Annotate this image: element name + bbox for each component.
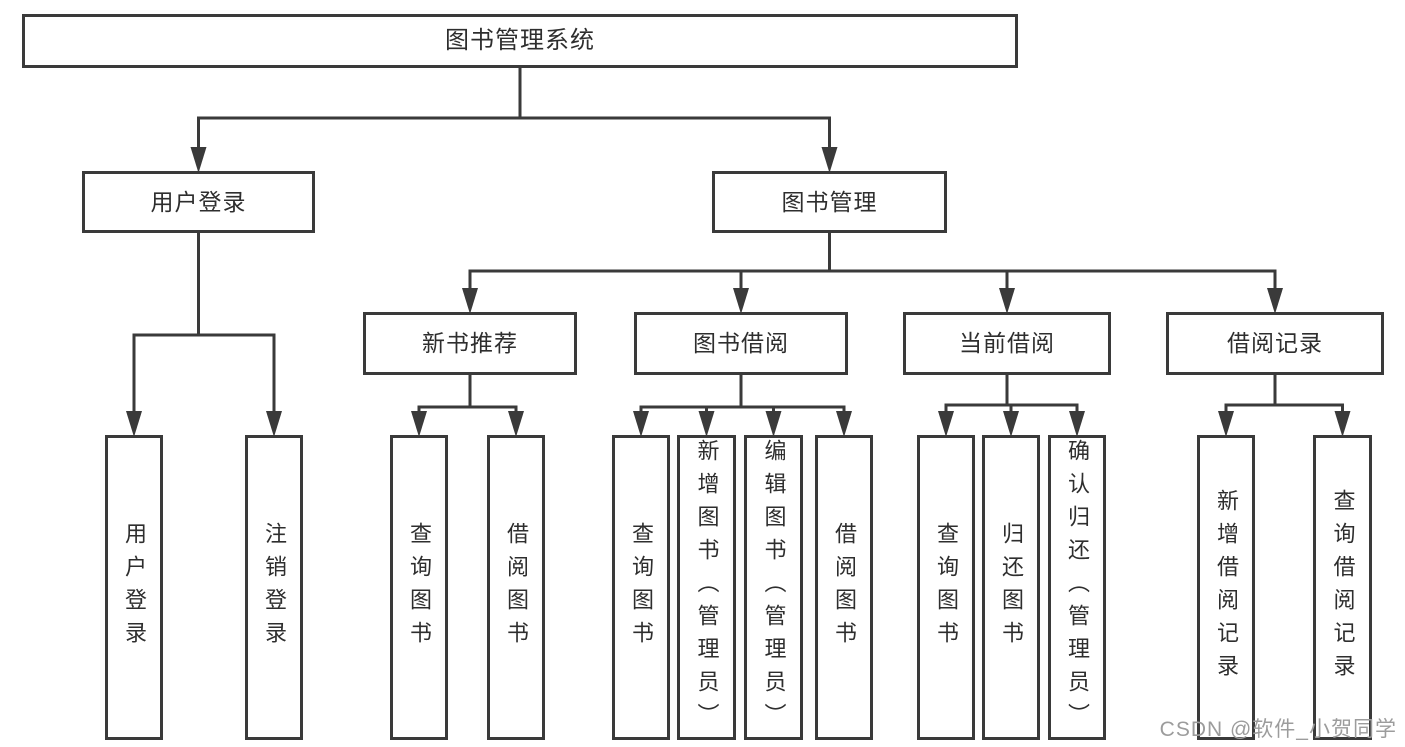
arrowhead-down-icon [999,288,1015,314]
arrowhead-down-icon [1334,411,1351,437]
node-root: 图书管理系统 [22,14,1018,68]
arrowhead-down-icon [126,411,142,437]
node-label: 用户登录 [122,521,147,654]
node-label: 归还图书 [999,521,1024,654]
node-cb-query: 查询图书 [917,435,975,740]
node-label: 新增借阅记录 [1214,488,1239,687]
node-cb-confirm: 确认归还（管理员） [1048,435,1106,740]
node-rec-query: 查询图书 [390,435,448,740]
node-book-borrow: 图书借阅 [634,312,848,375]
node-borrow-records: 借阅记录 [1166,312,1384,375]
node-label: 注销登录 [262,521,287,654]
arrowhead-down-icon [633,411,649,437]
node-label: 图书管理系统 [445,27,595,54]
arrowhead-down-icon [1218,411,1234,437]
arrowhead-down-icon [938,411,954,437]
arrowhead-down-icon [190,147,207,173]
arrowhead-down-icon [266,411,282,437]
node-label: 借阅图书 [504,521,529,654]
node-new-book-rec: 新书推荐 [363,312,577,375]
arrowhead-down-icon [462,288,478,314]
node-bb-borrow: 借阅图书 [815,435,873,740]
arrowhead-down-icon [698,411,715,437]
node-label: 编辑图书（管理员） [761,439,787,736]
arrowhead-down-icon [411,411,427,437]
node-user-login: 用户登录 [82,171,315,233]
arrowhead-down-icon [1267,288,1283,314]
node-rec-borrow: 借阅图书 [487,435,545,740]
arrowhead-down-icon [836,411,852,437]
node-br-query: 查询借阅记录 [1313,435,1372,740]
node-ul-login: 用户登录 [105,435,163,740]
node-bb-add: 新增图书（管理员） [677,435,736,740]
node-bb-edit: 编辑图书（管理员） [744,435,803,740]
arrowhead-down-icon [765,411,782,437]
node-label: 图书借阅 [693,330,789,356]
node-label: 查询借阅记录 [1330,488,1356,687]
node-label: 当前借阅 [959,330,1055,356]
arrowhead-down-icon [733,288,749,314]
watermark: CSDN @软件_小贺同学 [1159,718,1397,741]
arrowhead-down-icon [1069,411,1085,437]
node-current-borrow: 当前借阅 [903,312,1111,375]
node-label: 借阅记录 [1227,330,1323,356]
arrowhead-down-icon [821,147,838,173]
node-cb-return: 归还图书 [982,435,1040,740]
node-bb-query: 查询图书 [612,435,670,740]
node-label: 查询图书 [629,521,654,654]
node-label: 查询图书 [407,521,432,654]
node-book-mgmt: 图书管理 [712,171,947,233]
node-ul-logout: 注销登录 [245,435,303,740]
node-label: 确认归还（管理员） [1065,439,1090,736]
arrowhead-down-icon [1003,411,1019,437]
node-label: 查询图书 [934,521,959,654]
node-label: 借阅图书 [832,521,857,654]
node-br-add: 新增借阅记录 [1197,435,1255,740]
node-label: 图书管理 [781,188,878,215]
node-label: 用户登录 [150,188,247,215]
arrowhead-down-icon [508,411,524,437]
node-label: 新增图书（管理员） [694,439,720,736]
node-label: 新书推荐 [422,330,518,356]
